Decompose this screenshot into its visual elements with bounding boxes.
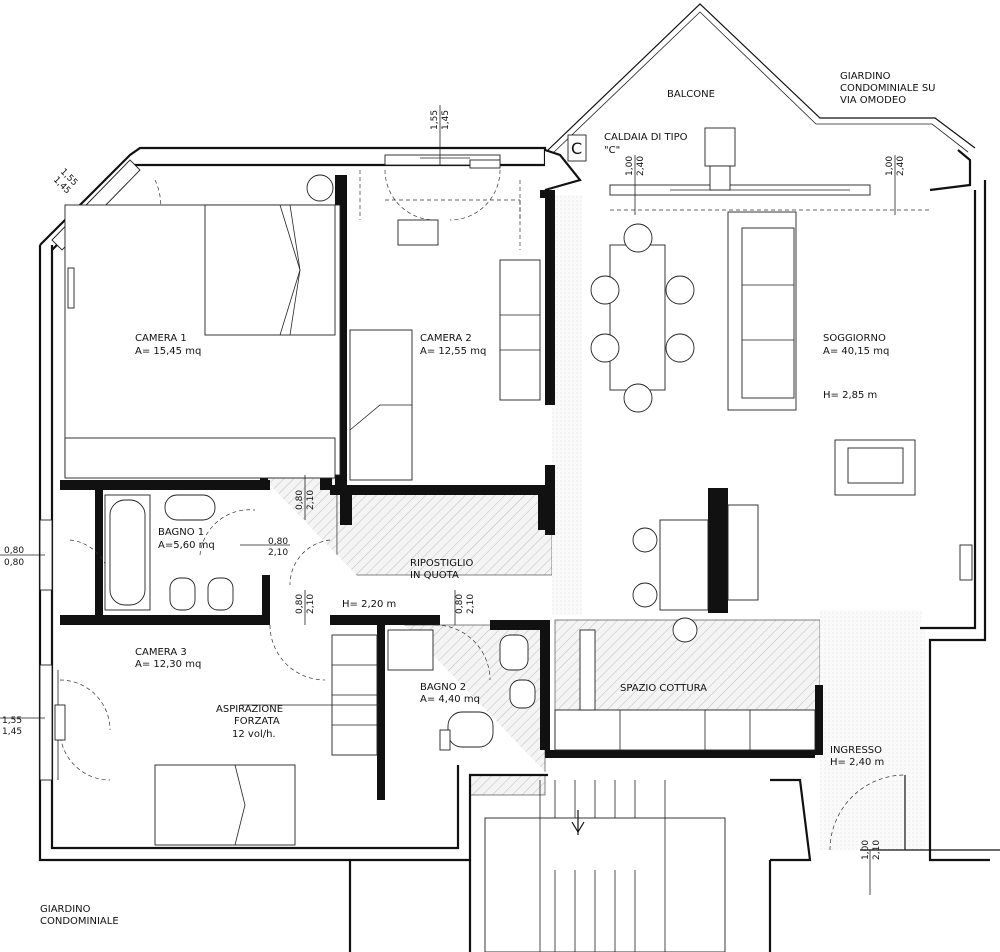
giardino-top-label-1: GIARDINO [840,71,891,82]
balcone-label: BALCONE [667,89,715,100]
bagno1-area: A=5,60 mq [158,540,215,551]
room-labels: BALCONE GIARDINO CONDOMINIALE SU VIA OMO… [40,71,936,927]
dim-entry-door-1: 1,00 [861,840,871,860]
bagno2-area: A= 4,40 mq [420,694,480,705]
dim-top-window-1: 1,55 [430,110,440,130]
dim-door-v2-1: 0,80 [295,594,305,614]
dim-door-v1-1: 0,80 [295,490,305,510]
balcony [547,3,976,155]
dim-door-h-2: 2,10 [268,548,288,558]
dim-balcony-door-b-2: 2,40 [896,156,906,176]
dim-left-window3-1: 1,55 [2,716,22,726]
dim-door-v3-1: 0,80 [455,594,465,614]
dim-entry-door-2: 2,10 [872,840,882,860]
aspirazione-label-3: 12 vol/h. [232,729,276,740]
caldaia-symbol: C [571,139,582,158]
furniture [54,127,1000,952]
dim-balcony-door-b-1: 1,00 [885,156,895,176]
soggiorno-name: SOGGIORNO [823,333,886,344]
bagno2-name: BAGNO 2 [420,682,466,693]
dim-left-window-1: 0,80 [4,546,24,556]
soggiorno-height: H= 2,85 m [823,390,877,401]
camera2-area: A= 12,55 mq [420,346,486,357]
dimension-labels: 1,55 1,45 1,55 1,45 1,00 2,40 1,00 2,40 … [2,110,906,860]
cottura-label: SPAZIO COTTURA [620,683,707,694]
caldaia-label-2: "C" [604,145,620,156]
camera1-area: A= 15,45 mq [135,346,201,357]
ripostiglio-label-2: IN QUOTA [410,570,459,581]
dim-door-v2-2: 2,10 [306,594,316,614]
soggiorno-area: A= 40,15 mq [823,346,889,357]
dim-door-v1-2: 2,10 [306,490,316,510]
dim-balcony-door-a-2: 2,40 [636,156,646,176]
dim-balcony-door-a-1: 1,00 [625,156,635,176]
ingresso-name: INGRESSO [830,745,882,756]
giardino-top-label-2: CONDOMINIALE SU [840,83,936,94]
dim-door-v3-2: 2,10 [466,594,476,614]
dim-door-h-1: 0,80 [268,537,288,547]
ripostiglio-label-1: RIPOSTIGLIO [410,558,473,569]
leader-lines [0,105,896,719]
bagno1-name: BAGNO 1 [158,527,204,538]
giardino-bottom-label-1: GIARDINO [40,904,91,915]
dim-top-window-2: 1,45 [441,110,451,130]
camera1-name: CAMERA 1 [135,333,187,344]
ingresso-height: H= 2,40 m [830,757,884,768]
caldaia-label-1: CALDAIA DI TIPO [604,132,688,143]
corridoio-height: H= 2,20 m [342,599,396,610]
aspirazione-label-1: ASPIRAZIONE [216,704,283,715]
dim-left-window-2: 0,80 [4,558,24,568]
camera2-name: CAMERA 2 [420,333,472,344]
aspirazione-label-2: FORZATA [234,716,280,727]
camera3-name: CAMERA 3 [135,647,187,658]
dim-left-window3-2: 1,45 [2,727,22,737]
giardino-top-label-3: VIA OMODEO [840,95,906,106]
giardino-bottom-label-2: CONDOMINIALE [40,916,119,927]
camera3-area: A= 12,30 mq [135,659,201,670]
